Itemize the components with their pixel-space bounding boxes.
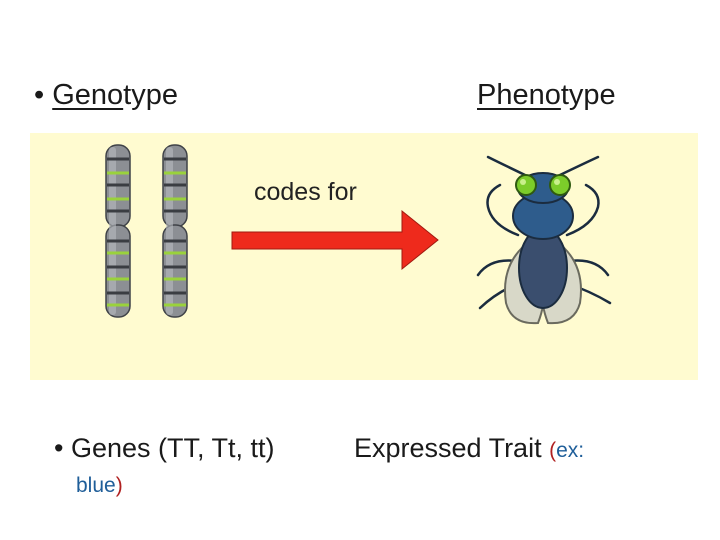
- chromosome-right: [161, 143, 189, 319]
- example-continuation: blue): [76, 474, 123, 498]
- arrow-label: codes for: [254, 178, 357, 206]
- expressed-trait-item: Expressed Trait (ex:: [354, 433, 584, 464]
- paren-close: ): [115, 474, 123, 497]
- genotype-underlined: Geno: [52, 79, 124, 111]
- phenotype-underlined: Pheno: [477, 79, 561, 111]
- fly-icon: [476, 155, 612, 325]
- bullet: •: [54, 433, 64, 463]
- genes-text: Genes (TT, Tt, tt): [70, 433, 275, 463]
- genotype-heading: • Genotype: [34, 79, 178, 112]
- diagram-graphic: codes for: [104, 143, 612, 325]
- arrow-icon: [231, 209, 439, 271]
- example-prefix: ex:: [556, 439, 585, 462]
- bullet: •: [34, 79, 45, 111]
- example-value: blue: [76, 474, 116, 497]
- genes-bullet-item: • Genes (TT, Tt, tt): [54, 433, 275, 464]
- phenotype-heading: Phenotype: [477, 79, 616, 112]
- chromosome-left: [104, 143, 132, 319]
- genotype-rest: type: [123, 79, 178, 111]
- diagram-panel: codes for: [30, 133, 698, 380]
- paren-open: (: [549, 439, 557, 462]
- trait-text: Expressed Trait: [354, 433, 542, 463]
- phenotype-rest: type: [560, 79, 616, 111]
